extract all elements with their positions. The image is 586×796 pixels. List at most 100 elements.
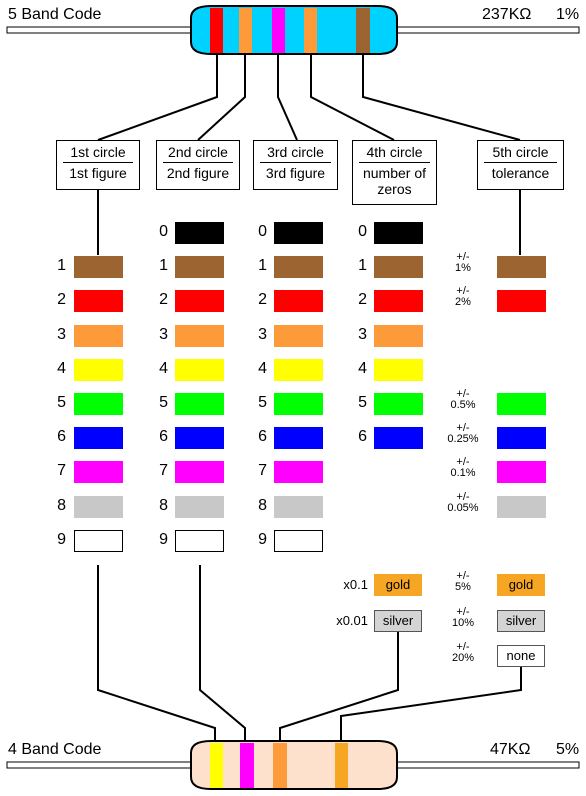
bottom-band-3-orange	[273, 743, 287, 788]
tolerance-label-1%: +/-1%	[446, 252, 480, 274]
col2-swatch-brown	[175, 256, 224, 278]
col2-digit-0: 0	[159, 223, 168, 240]
col1-swatch-orange	[74, 325, 123, 347]
header-3rd-circle: 3rd circle 3rd figure	[253, 140, 338, 190]
col2-swatch-white	[175, 530, 224, 552]
col2-swatch-red	[175, 290, 224, 312]
col4-swatch-red	[374, 290, 423, 312]
col2-swatch-yellow	[175, 359, 224, 381]
bottom-connector-lines	[97, 565, 522, 740]
tolerance-prefix: +/-	[456, 422, 470, 434]
col1-digit-9: 9	[57, 531, 66, 548]
col1-digit-7: 7	[57, 462, 66, 479]
col2-digit-3: 3	[159, 326, 168, 343]
col4-swatch-blue	[374, 427, 423, 449]
tolerance-label-2%: +/-2%	[446, 286, 480, 308]
bottom-resistor	[6, 740, 580, 790]
col3-swatch-white	[274, 530, 323, 552]
col3-digit-3: 3	[258, 326, 267, 343]
col1-digit-5: 5	[57, 394, 66, 411]
col1-digit-6: 6	[57, 428, 66, 445]
bottom-resistor-lead-left	[6, 761, 196, 769]
bottom-band-4-gold	[335, 743, 348, 788]
col3-swatch-black	[274, 222, 323, 244]
col4-swatch-green	[374, 393, 423, 415]
top-resistance-value: 237KΩ	[482, 6, 532, 23]
col2-swatch-orange	[175, 325, 224, 347]
col2-swatch-black	[175, 222, 224, 244]
col3-digit-1: 1	[258, 257, 267, 274]
top-band-1-red	[210, 8, 223, 53]
top-resistor-lead-right	[392, 26, 580, 34]
multiplier-text-gold: x0.1	[343, 577, 368, 592]
col3-swatch-red	[274, 290, 323, 312]
multiplier-text-silver: x0.01	[336, 613, 368, 628]
col4-swatch-yellow	[374, 359, 423, 381]
col3-swatch-yellow	[274, 359, 323, 381]
bottom-resistor-lead-right	[392, 761, 580, 769]
col3-digit-4: 4	[258, 360, 267, 377]
col3-swatch-green	[274, 393, 323, 415]
tolerance-label-0.5%: +/-0.5%	[446, 389, 480, 411]
col4-swatch-orange	[374, 325, 423, 347]
header-2nd-circle: 2nd circle 2nd figure	[156, 140, 240, 190]
tolerance-label-0.25%: +/-0.25%	[446, 423, 480, 445]
col3-digit-2: 2	[258, 291, 267, 308]
tolerance-swatch-brown	[497, 256, 546, 278]
bottom-band-1-yellow	[210, 743, 223, 788]
tolerance-prefix: +/-	[456, 285, 470, 297]
col1-swatch-white	[74, 530, 123, 552]
col3-digit-9: 9	[258, 531, 267, 548]
tolerance-swatch-blue	[497, 427, 546, 449]
tolerance-value: 2%	[455, 296, 471, 308]
col2-swatch-green	[175, 393, 224, 415]
col4-digit-0: 0	[358, 223, 367, 240]
top-band-4-orange	[304, 8, 317, 53]
col2-digit-6: 6	[159, 428, 168, 445]
col3-digit-6: 6	[258, 428, 267, 445]
col2-digit-2: 2	[159, 291, 168, 308]
top-resistor-lead-left	[6, 26, 196, 34]
col3-swatch-blue	[274, 427, 323, 449]
header-drop-lines	[97, 190, 521, 255]
connector-band4-header4	[310, 55, 395, 141]
top-connector-lines	[97, 55, 521, 141]
tolerance-label-0.1%: +/-0.1%	[446, 457, 480, 479]
col3-swatch-violet	[274, 461, 323, 483]
header-4-line1: 4th circle	[359, 141, 430, 163]
tolerance-swatch-green	[497, 393, 546, 415]
col1-digit-2: 2	[57, 291, 66, 308]
header-2-line1: 2nd circle	[163, 141, 233, 163]
connector-col2-band2	[199, 565, 246, 740]
connector-col4-band3	[279, 632, 399, 740]
connector-col1-band1	[97, 565, 216, 740]
connector-band5-header5	[362, 55, 521, 141]
col4-digit-6: 6	[358, 428, 367, 445]
col4-digit-3: 3	[358, 326, 367, 343]
tolerance-box-none: none	[497, 645, 545, 667]
tolerance-prefix: +/-	[456, 251, 470, 263]
tolerance-value: 0.1%	[450, 467, 476, 479]
tolerance-swatch-red	[497, 290, 546, 312]
col2-digit-5: 5	[159, 394, 168, 411]
col1-digit-1: 1	[57, 257, 66, 274]
tolerance-prefix: +/-	[456, 570, 470, 582]
col3-digit-0: 0	[258, 223, 267, 240]
bottom-title: 4 Band Code	[8, 741, 102, 758]
bottom-tolerance-value: 5%	[556, 741, 580, 758]
tolerance-value: 0.25%	[447, 433, 479, 445]
col1-swatch-brown	[74, 256, 123, 278]
tolerance-prefix: +/-	[456, 641, 470, 653]
tolerance-value: 20%	[451, 652, 475, 664]
tolerance-swatch-grey	[497, 496, 546, 518]
tolerance-value: 1%	[455, 262, 471, 274]
col1-digit-3: 3	[57, 326, 66, 343]
tolerance-value: 10%	[451, 617, 475, 629]
header-3-line1: 3rd circle	[260, 141, 331, 163]
col2-swatch-violet	[175, 461, 224, 483]
connector-col5-band4	[340, 667, 522, 740]
col1-digit-4: 4	[57, 360, 66, 377]
col3-swatch-grey	[274, 496, 323, 518]
connector-band1-header1	[97, 55, 218, 141]
